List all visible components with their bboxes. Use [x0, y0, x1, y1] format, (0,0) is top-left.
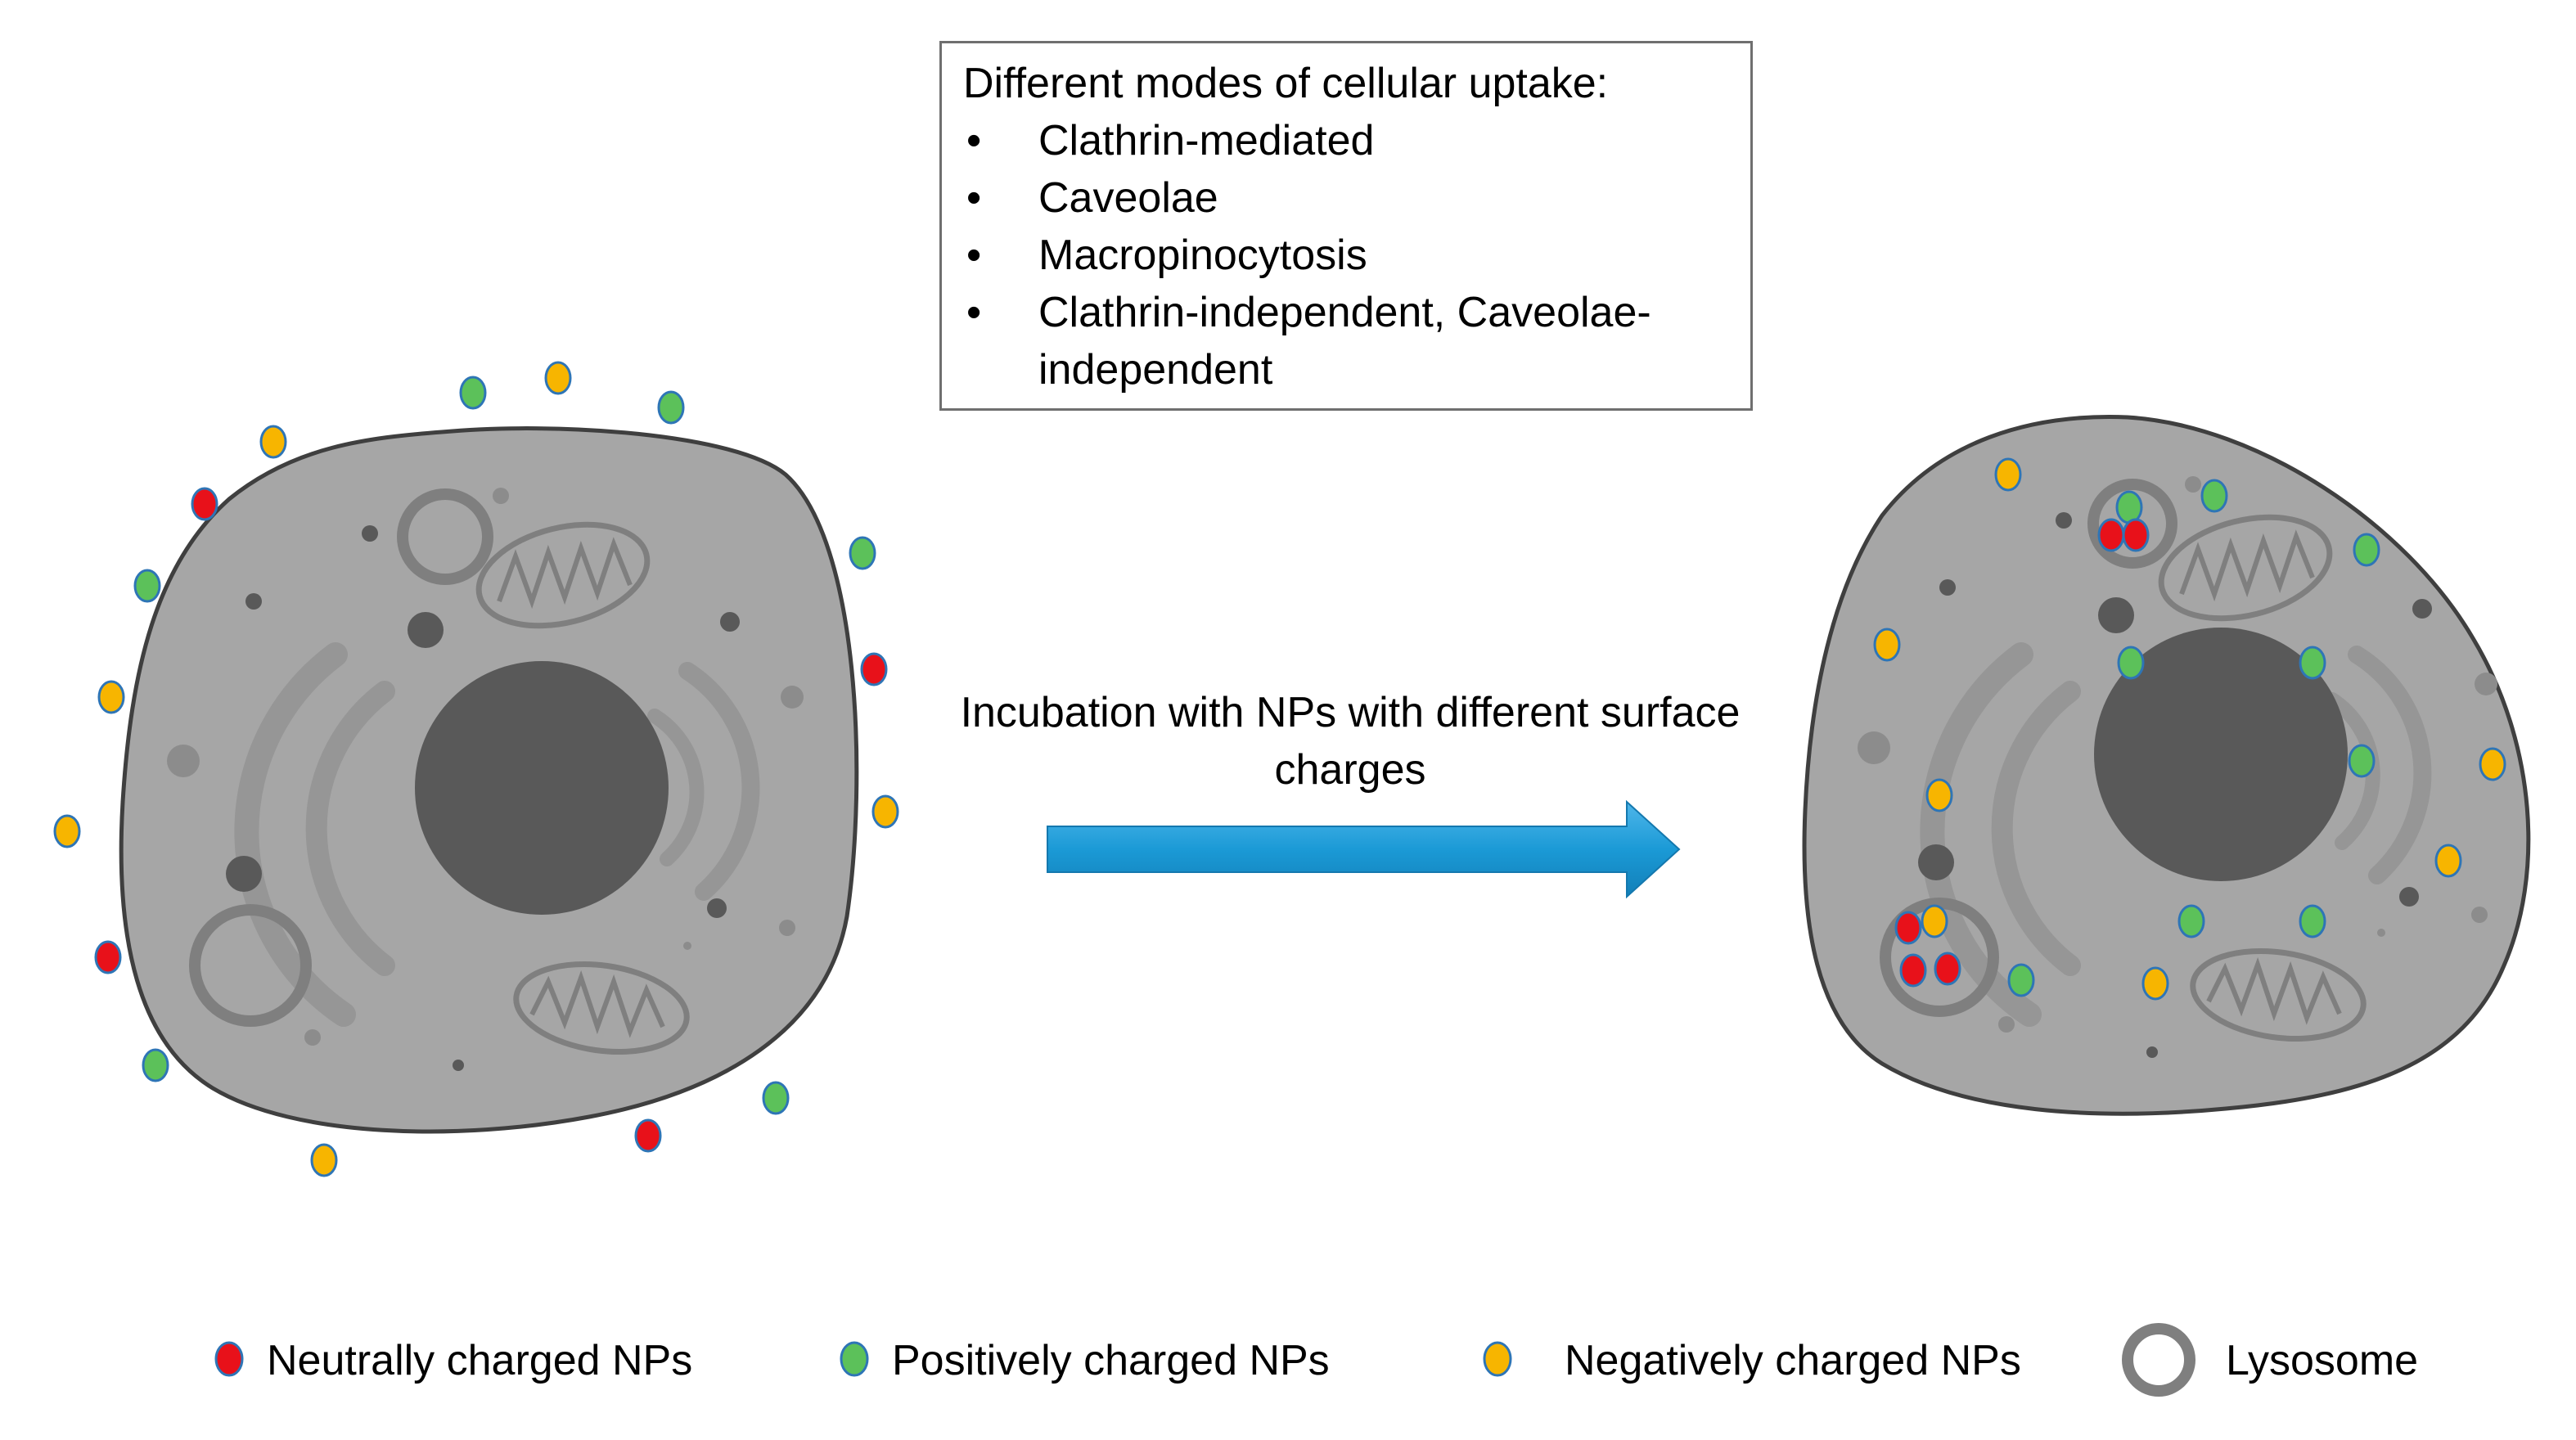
positive-np [2200, 479, 2228, 513]
neutral-np [94, 940, 122, 974]
positive-np [2117, 646, 2145, 680]
positive-np [2353, 533, 2380, 567]
incubation-arrow [1047, 799, 1681, 899]
negative-np [53, 814, 81, 848]
uptake-modes-title: Different modes of cellular uptake: [963, 60, 1609, 107]
lysosome [189, 904, 312, 1027]
negative-np [2141, 966, 2169, 1001]
negative-np [2434, 844, 2462, 878]
mitochondrion [2158, 514, 2333, 622]
legend-negative-marker [1483, 1341, 1512, 1377]
cell-before [119, 426, 859, 1134]
lysosome [1880, 898, 1999, 1017]
neutral-np [191, 487, 218, 521]
positive-np [762, 1081, 790, 1115]
bullet: • [966, 174, 982, 222]
positive-np [2115, 490, 2143, 524]
nucleus [2094, 628, 2348, 881]
positive-np [2299, 904, 2326, 938]
negative-np [544, 361, 572, 395]
lysosome [2087, 479, 2177, 569]
mitochondrion [2190, 947, 2367, 1042]
negative-np [2479, 747, 2506, 781]
vesicles [167, 488, 804, 1071]
golgi [234, 642, 760, 1027]
positive-np [849, 536, 876, 570]
uptake-mode-label: Clathrin-independent, Caveolae-independe… [1038, 289, 1651, 394]
neutral-np [1899, 953, 1927, 988]
positive-np [2177, 904, 2205, 938]
nanoparticles [53, 361, 2506, 1177]
neutral-np [1934, 952, 1961, 986]
legend-markers [214, 1323, 2195, 1397]
neutral-np [634, 1118, 662, 1153]
bullet: • [966, 117, 982, 164]
legend-positive-label: Positively charged NPs [892, 1337, 1330, 1384]
negative-np [97, 680, 125, 714]
negative-np [1994, 457, 2022, 492]
uptake-modes-box: Different modes of cellular uptake: • Cl… [939, 41, 1753, 411]
uptake-mode-label: Macropinocytosis [1038, 232, 1367, 279]
positive-np [2299, 646, 2326, 680]
positive-np [133, 569, 161, 603]
neutral-np [1894, 911, 1922, 945]
positive-np [657, 390, 685, 425]
nucleus [415, 661, 669, 915]
neutral-np [860, 652, 888, 686]
negative-np [871, 794, 899, 829]
mitochondrion [475, 521, 651, 629]
uptake-mode-label: Clathrin-mediated [1038, 117, 1375, 164]
bullet: • [966, 232, 982, 279]
negative-np [310, 1143, 338, 1177]
vesicles [1858, 476, 2497, 1058]
neutral-np [2097, 518, 2125, 552]
legend-lysosome-label: Lysosome [2226, 1337, 2419, 1384]
positive-np [459, 376, 487, 410]
positive-np [2348, 744, 2376, 778]
mitochondrion [513, 961, 690, 1055]
legend-positive-marker [840, 1341, 869, 1377]
positive-np [2007, 963, 2035, 997]
bullet: • [966, 289, 982, 336]
positive-np [142, 1048, 169, 1082]
negative-np [259, 425, 287, 459]
legend-neutral-marker [214, 1341, 244, 1377]
uptake-mode-label: Caveolae [1038, 174, 1218, 222]
legend-neutral-label: Neutrally charged NPs [267, 1337, 693, 1384]
negative-np [1925, 778, 1953, 812]
legend-negative-label: Negatively charged NPs [1565, 1337, 2021, 1384]
incubation-label: Incubation with NPs with different surfa… [960, 689, 1741, 794]
lysosome [397, 488, 493, 585]
neutral-np [2122, 518, 2150, 552]
negative-np [1873, 628, 1901, 662]
cell-after [1802, 415, 2531, 1116]
legend-lysosome-marker [2122, 1323, 2195, 1397]
negative-np [1921, 904, 1948, 938]
